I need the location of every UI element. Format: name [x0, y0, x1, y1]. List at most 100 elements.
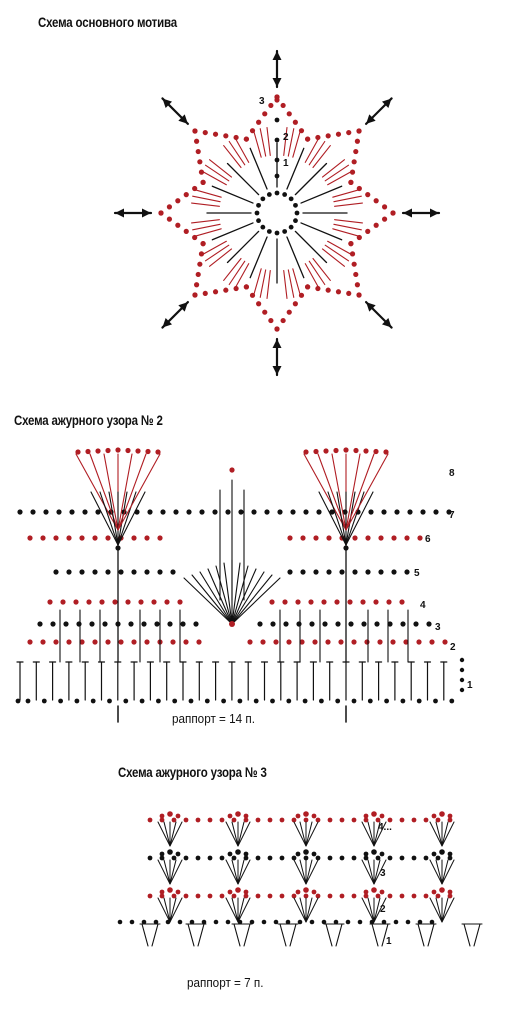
chain-stitch — [339, 569, 345, 575]
pattern3-fan-stitch — [157, 821, 171, 847]
pattern3-fan-stitch — [373, 859, 387, 885]
chain-stitch-red — [192, 292, 198, 298]
chain-stitch — [156, 698, 161, 704]
motif-fan-stitch — [312, 257, 331, 282]
chain-stitch — [439, 811, 445, 817]
chain-stitch — [175, 889, 181, 895]
motif-fan-stitch — [193, 228, 222, 238]
chain-stitch — [447, 813, 453, 819]
pattern3-fan-stitch — [237, 821, 251, 847]
chain-stitch-red — [315, 817, 321, 823]
chain-stitch — [291, 855, 297, 861]
chain-stitch — [266, 229, 272, 234]
chain-stitch — [117, 919, 123, 925]
chain-stitch — [309, 621, 315, 627]
chain-stitch — [76, 621, 82, 627]
chain-stitch-red — [351, 893, 357, 899]
chain-stitch-red — [267, 893, 273, 899]
chain-stitch — [367, 698, 373, 704]
pattern3-fan-stitch — [367, 897, 375, 923]
chain-stitch — [235, 887, 241, 893]
pattern3-fan-stitch — [441, 859, 455, 885]
pattern2-fan-stitch — [117, 453, 161, 531]
chain-stitch-red — [315, 285, 321, 292]
chain-stitch-red — [247, 639, 253, 645]
chain-stitch-red — [75, 449, 81, 455]
chain-stitch — [243, 855, 249, 861]
chain-stitch-red — [353, 148, 359, 155]
chain-stitch — [293, 202, 298, 208]
chain-stitch — [311, 889, 317, 895]
chain-stitch-red — [353, 271, 359, 278]
pattern2-fan-stitch — [231, 565, 249, 625]
pattern3-fan-stitch — [305, 821, 319, 847]
chain-stitch-red — [303, 817, 309, 823]
chain-stitch — [311, 851, 317, 857]
chain-stitch-red — [325, 639, 331, 645]
chain-stitch — [159, 851, 165, 857]
chain-stitch-red — [147, 893, 153, 899]
chain-stitch-red — [335, 131, 342, 137]
chain-stitch-red — [375, 893, 381, 899]
chain-stitch — [371, 849, 377, 855]
chain-stitch — [449, 698, 455, 704]
pattern3-fan-stitch — [435, 859, 443, 885]
motif-row-1-label: 1 — [283, 158, 289, 169]
chain-stitch-red — [197, 159, 203, 165]
chain-stitch — [439, 849, 445, 855]
pattern3-fan-stitch — [305, 859, 313, 885]
chain-stitch-red — [399, 599, 405, 605]
pattern3-fan-stitch — [197, 923, 205, 947]
chain-stitch-red — [219, 817, 225, 823]
chain-stitch — [294, 210, 300, 216]
chain-stitch — [431, 813, 437, 819]
chain-stitch-red — [399, 817, 405, 823]
pattern3-row-1-label: 1 — [386, 936, 392, 947]
chain-stitch — [274, 230, 280, 236]
pattern3-fan-stitch — [237, 821, 245, 847]
pattern3-fan-stitch — [279, 923, 287, 947]
chain-stitch — [431, 889, 437, 895]
chain-stitch-red — [291, 817, 297, 823]
chain-stitch-red — [40, 639, 46, 645]
chain-stitch-red — [351, 817, 357, 823]
chain-stitch — [115, 545, 121, 551]
pattern2-fan-stitch — [345, 453, 361, 531]
chain-stitch-red — [387, 893, 393, 899]
pattern3-fan-stitch — [473, 923, 481, 947]
chain-stitch — [207, 855, 213, 861]
chain-stitch-red — [356, 292, 362, 298]
chain-stitch-red — [326, 535, 332, 541]
chain-stitch — [159, 889, 165, 895]
chain-stitch-red — [363, 448, 369, 454]
chain-stitch — [404, 569, 410, 575]
chain-stitch-red — [159, 893, 165, 899]
chain-stitch — [393, 919, 399, 925]
chain-stitch-red — [260, 639, 266, 645]
motif-radial-stitch — [286, 236, 305, 279]
pattern2-fan-stitch — [336, 491, 347, 546]
chain-stitch — [167, 811, 173, 817]
chain-stitch-red — [47, 599, 53, 605]
chain-stitch — [69, 509, 75, 515]
pattern3-fan-stitch — [305, 897, 319, 923]
chain-stitch-red — [354, 282, 361, 288]
arrow-head-icon — [178, 114, 188, 124]
chain-stitch — [157, 569, 163, 575]
chain-stitch-red — [145, 448, 151, 455]
chain-stitch-red — [207, 817, 213, 823]
chain-stitch-red — [399, 893, 405, 899]
chain-stitch — [381, 509, 387, 515]
chain-stitch — [313, 569, 319, 575]
pattern2-fan-stitch — [199, 571, 233, 625]
chain-stitch-red — [158, 210, 164, 216]
chain-stitch-red — [273, 639, 279, 645]
chain-stitch — [183, 855, 189, 861]
chain-stitch-red — [353, 447, 359, 454]
chain-stitch — [25, 698, 31, 704]
chain-stitch-red — [53, 535, 59, 541]
pattern2-fan-stitch — [223, 562, 233, 625]
arrow-head-icon — [272, 51, 282, 60]
motif-row-3-label: 3 — [259, 96, 265, 107]
chain-stitch — [260, 224, 266, 230]
